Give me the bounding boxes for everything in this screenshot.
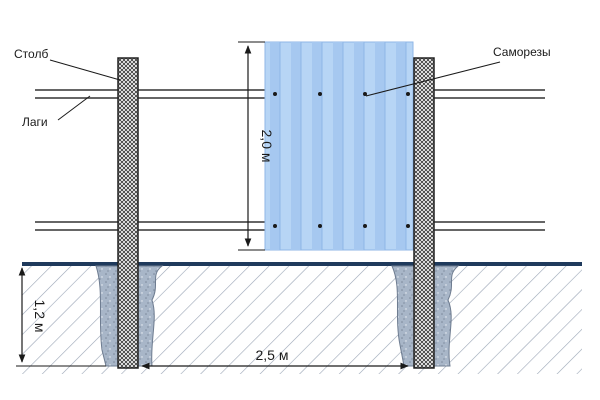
- screw: [406, 92, 410, 96]
- post-spacing-label: 2,5 м: [256, 347, 289, 363]
- rails-label: Лаги: [22, 115, 48, 129]
- sheet-rib: [375, 42, 385, 250]
- sheet-rib: [291, 42, 301, 250]
- screw: [273, 92, 277, 96]
- screws-label: Саморезы: [493, 45, 551, 59]
- screw: [363, 224, 367, 228]
- sheet-height-dimension: 2,0 м: [238, 41, 275, 251]
- sheet-rib: [354, 42, 364, 250]
- screws: [273, 92, 410, 228]
- sheet-rib: [396, 42, 406, 250]
- post-depth-label: 1,2 м: [32, 300, 48, 333]
- post-left: [117, 57, 139, 369]
- post-depth-dimension: 1,2 м: [16, 267, 106, 367]
- screw: [363, 92, 367, 96]
- post-label: Столб: [14, 47, 48, 61]
- rails-callout: Лаги: [22, 95, 91, 129]
- corrugated-sheet: [264, 41, 414, 251]
- screw: [406, 224, 410, 228]
- sheet-rib: [270, 42, 280, 250]
- post-spacing-dimension: 2,5 м: [141, 347, 409, 370]
- screw: [318, 224, 322, 228]
- screw: [318, 92, 322, 96]
- screw: [273, 224, 277, 228]
- screws-callout: Саморезы: [365, 45, 551, 97]
- sheet-rib: [333, 42, 343, 250]
- sheet-height-label: 2,0 м: [259, 130, 275, 163]
- post-right: [413, 57, 435, 369]
- post-callout: Столб: [14, 47, 121, 81]
- sheet-rib: [312, 42, 322, 250]
